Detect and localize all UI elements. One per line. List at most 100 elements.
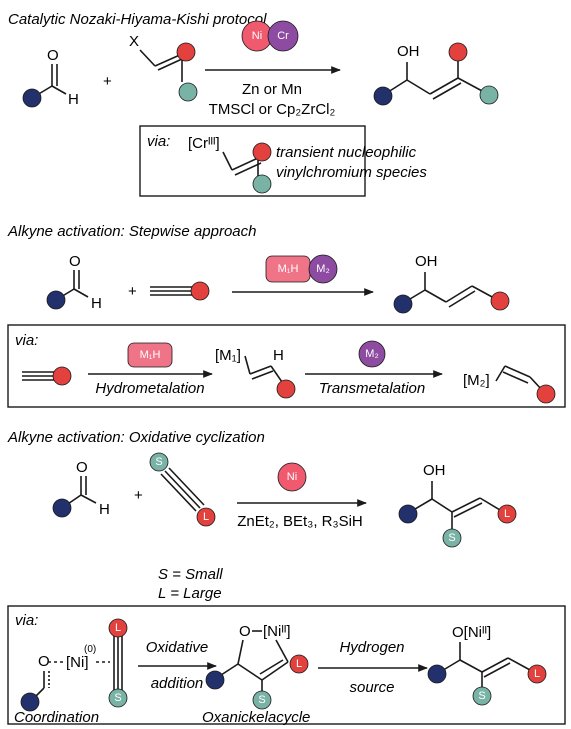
small-ball-label: S bbox=[155, 456, 162, 468]
vinyl-m1: H bbox=[244, 347, 296, 399]
navy-ball bbox=[373, 86, 393, 106]
o-ni2-label: O[Niᴵᴵ] bbox=[452, 624, 491, 641]
label-source: source bbox=[349, 679, 394, 696]
navy-ball bbox=[22, 88, 42, 108]
product-1-oh: OH bbox=[397, 43, 420, 60]
plus-3: + bbox=[134, 487, 143, 504]
label-oxidative: Oxidative bbox=[146, 639, 209, 656]
m2-label: M₂ bbox=[316, 263, 329, 275]
via-label-2: via: bbox=[15, 332, 38, 349]
red-ball bbox=[52, 366, 72, 386]
m1h-m2-catalysts: M₁H M₂ bbox=[265, 254, 338, 284]
aldehyde-2: O H bbox=[46, 253, 102, 312]
ni-badge-label: Ni bbox=[287, 471, 297, 483]
conditions-3: ZnEt₂, BEt₃, R₃SiH bbox=[237, 513, 363, 530]
small-ball-label: S bbox=[448, 532, 455, 544]
aldehyde-3-h: H bbox=[99, 501, 110, 518]
chromium-label: Cr bbox=[277, 30, 289, 42]
small-ball bbox=[108, 688, 128, 708]
vinyl-halide: X bbox=[129, 33, 198, 102]
m2-label-box: M₂ bbox=[365, 348, 378, 360]
via-box-1 bbox=[139, 125, 366, 197]
conditions-1b: TMSCl or Cp₂ZrCl₂ bbox=[209, 101, 336, 118]
large-ball bbox=[527, 664, 547, 684]
large-ball bbox=[196, 507, 216, 527]
cr-species: [Crᴵᴵᴵ] bbox=[188, 135, 220, 152]
ring-ni2: [Niᴵᴵ] bbox=[263, 623, 291, 640]
red-ball bbox=[190, 281, 210, 301]
vinyl-h: H bbox=[273, 347, 284, 364]
small-definition: S = Small bbox=[158, 566, 223, 583]
ni-cr-catalysts: Ni Cr bbox=[241, 20, 299, 52]
product-3-oh: OH bbox=[423, 462, 446, 479]
large-ball-label: L bbox=[203, 511, 209, 523]
navy-ball bbox=[46, 290, 66, 310]
oxanickelacycle: O [Niᴵᴵ] L S bbox=[205, 623, 309, 710]
red-ball bbox=[276, 379, 296, 399]
conditions-1a: Zn or Mn bbox=[242, 81, 302, 98]
small-ball-label: S bbox=[114, 692, 121, 704]
ni0-oxstate: (0) bbox=[84, 644, 96, 655]
small-ball-label: S bbox=[478, 690, 485, 702]
large-ball-label: L bbox=[504, 508, 510, 520]
teal-ball bbox=[479, 85, 499, 105]
nickel-alkoxide: O[Niᴵᴵ] L S bbox=[427, 624, 547, 706]
internal-alkyne: S L bbox=[149, 452, 216, 527]
product-2-oh: OH bbox=[415, 253, 438, 270]
teal-ball bbox=[252, 174, 272, 194]
aldehyde-3-o: O bbox=[76, 459, 88, 476]
label-addition: addition bbox=[151, 675, 204, 692]
label-hydrometalation: Hydrometalation bbox=[95, 380, 204, 397]
section3-header: Alkyne activation: Oxidative cyclization bbox=[7, 429, 265, 446]
large-ball-label: L bbox=[534, 668, 540, 680]
plus-1: + bbox=[103, 73, 112, 90]
aldehyde-1-h: H bbox=[68, 91, 79, 108]
note-transient: transient nucleophilic bbox=[276, 144, 417, 161]
m2-species: [M₂] bbox=[463, 372, 490, 389]
m1h-pill-box bbox=[127, 342, 173, 368]
red-ball bbox=[490, 291, 510, 311]
chromium-badge bbox=[267, 20, 299, 52]
m1-species: [M₁] bbox=[215, 347, 241, 364]
terminal-alkyne bbox=[150, 281, 210, 301]
via-box-3 bbox=[7, 605, 566, 725]
navy-ball bbox=[398, 504, 418, 524]
m2-badge bbox=[308, 254, 338, 284]
ni-badge bbox=[277, 462, 307, 492]
red-ball bbox=[448, 42, 468, 62]
large-ball bbox=[108, 618, 128, 638]
navy-ball bbox=[20, 692, 40, 712]
ni0-label: [Ni] bbox=[66, 654, 89, 671]
navy-ball bbox=[205, 670, 225, 690]
red-ball bbox=[176, 42, 196, 62]
vinylchromium bbox=[222, 142, 272, 194]
via-box-2 bbox=[7, 324, 566, 408]
aldehyde-1: O H bbox=[22, 47, 79, 108]
section2-header: Alkyne activation: Stepwise approach bbox=[7, 223, 256, 240]
large-ball-label: L bbox=[115, 622, 121, 634]
coordination-complex: O [Ni] (0) L S bbox=[20, 618, 128, 712]
navy-ball bbox=[52, 498, 72, 518]
aldehyde-2-o: O bbox=[69, 253, 81, 270]
m2-badge-box bbox=[358, 340, 386, 368]
teal-ball bbox=[178, 82, 198, 102]
large-ball bbox=[289, 654, 309, 674]
aldehyde-1-o: O bbox=[47, 47, 59, 64]
halide-x: X bbox=[129, 33, 139, 50]
coord-o: O bbox=[38, 653, 50, 670]
note-vinylchromium: vinylchromium species bbox=[276, 164, 427, 181]
alkyne-in-box bbox=[22, 366, 72, 386]
label-oxanickelacycle: Oxanickelacycle bbox=[202, 709, 310, 726]
label-coordination: Coordination bbox=[14, 709, 99, 726]
navy-ball bbox=[427, 664, 447, 684]
nickel-label: Ni bbox=[252, 30, 262, 42]
label-transmetalation: Transmetalation bbox=[319, 380, 425, 397]
aldehyde-2-h: H bbox=[91, 295, 102, 312]
plus-2: + bbox=[128, 283, 137, 300]
product-1: OH bbox=[373, 42, 499, 106]
navy-ball bbox=[393, 294, 413, 314]
small-ball bbox=[252, 690, 272, 710]
ring-o: O bbox=[239, 623, 251, 640]
small-ball bbox=[472, 686, 492, 706]
